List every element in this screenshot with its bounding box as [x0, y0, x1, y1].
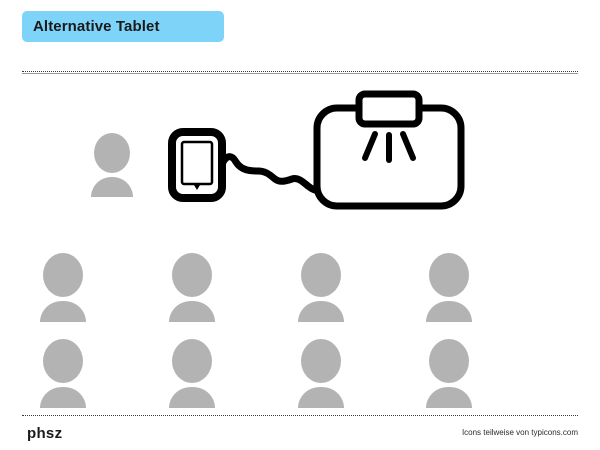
audience-person-icon [165, 338, 219, 410]
footer-credit: Icons teilweise von typicons.com [461, 428, 578, 437]
projection-screen-icon [311, 90, 467, 212]
audience-person-icon [36, 252, 90, 324]
slide-title-badge: Alternative Tablet [22, 11, 224, 42]
header-solid-divider [22, 73, 578, 74]
header-dotted-divider [22, 71, 578, 72]
audience-person-icon [422, 338, 476, 410]
audience-person-icon [294, 338, 348, 410]
audience-person-icon [422, 252, 476, 324]
presenter-person-icon [88, 133, 136, 199]
cable-icon [218, 146, 322, 202]
footer-dotted-divider [22, 415, 578, 416]
audience-person-icon [36, 338, 90, 410]
audience-person-icon [294, 252, 348, 324]
light-rays-icon [362, 131, 416, 163]
footer-logo: phsz [27, 425, 63, 442]
page-title: Alternative Tablet [33, 18, 160, 35]
audience-person-icon [165, 252, 219, 324]
